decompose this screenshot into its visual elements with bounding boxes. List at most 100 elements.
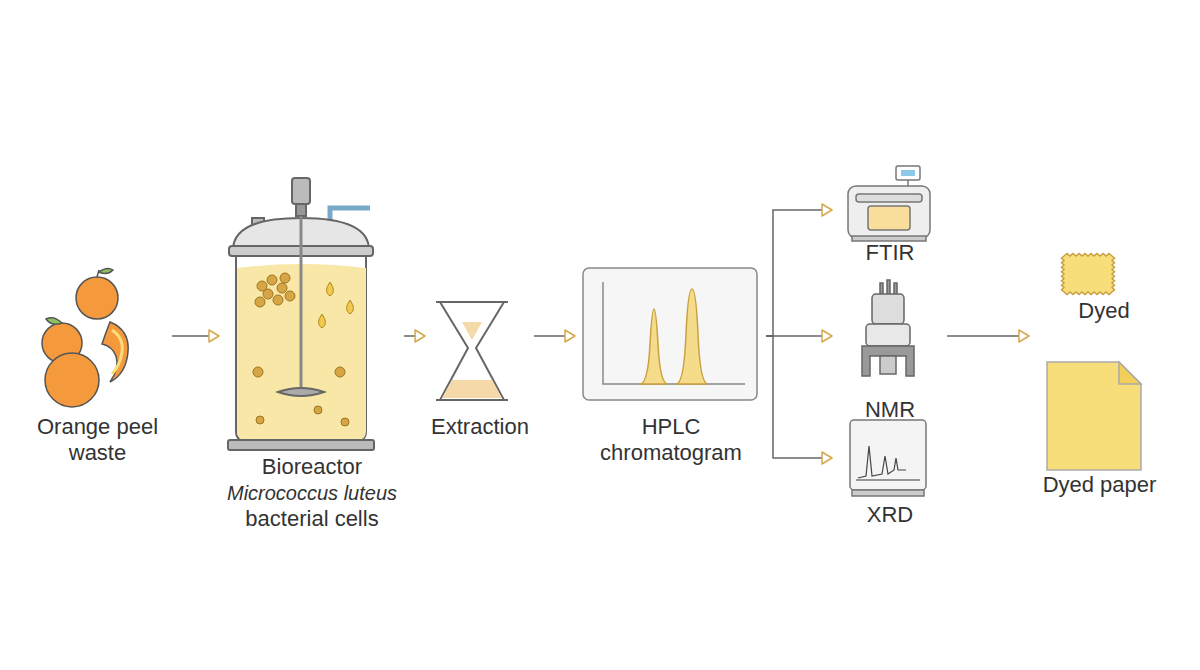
extraction-funnel-part — [462, 322, 482, 340]
instrument-node: FTIR — [835, 166, 945, 266]
arrow-head — [822, 452, 832, 464]
nmr-instrument-part — [862, 346, 914, 376]
hplc-chromatogram — [583, 268, 757, 400]
extraction-funnel-part — [442, 380, 502, 398]
arrow-line — [947, 335, 1019, 337]
nmr-instrument-part — [894, 283, 897, 295]
hplc-chromatogram-part — [640, 309, 668, 384]
extraction-funnel-part — [436, 301, 508, 303]
bioreactor-illustration-part-part — [314, 406, 322, 414]
bioreactor-illustration-part-part — [285, 291, 295, 301]
product-node: Dyed — [1054, 250, 1154, 324]
orange-illustration-part — [102, 322, 128, 382]
dyed-swatch — [1062, 254, 1115, 295]
nmr-instrument-part — [872, 294, 904, 324]
stage-node: BioreactorMicrococcus luteusbacterial ce… — [222, 205, 402, 532]
stage-label: Orange peel waste — [32, 414, 164, 466]
stage-label: Bioreactor — [262, 454, 362, 480]
ftir-instrument-part — [868, 206, 910, 230]
ftir-instrument-part — [896, 166, 920, 180]
stage-label: HPLC chromatogram — [586, 414, 756, 466]
dyed-swatch-part — [1062, 254, 1115, 295]
dyed-paper-sheet-part — [1047, 362, 1141, 470]
hplc-chromatogram-part — [603, 282, 745, 384]
nmr-instrument-part — [880, 356, 896, 374]
stage-label: XRD — [867, 502, 913, 528]
arrow-head — [1019, 330, 1029, 342]
arrow-line — [766, 210, 822, 336]
ftir-instrument-part — [901, 170, 915, 176]
arrow-line — [404, 335, 415, 337]
flow-arrow — [947, 330, 1029, 342]
product-node: Dyed paper — [1032, 330, 1167, 498]
bioreactor-illustration — [228, 178, 374, 450]
arrow-line — [172, 335, 209, 337]
bioreactor-illustration-part — [278, 388, 324, 396]
xrd-instrument-part — [856, 479, 920, 481]
bioreactor-illustration-part-part — [263, 289, 273, 299]
xrd-instrument-part — [850, 420, 926, 490]
bioreactor-illustration-part-part — [267, 275, 277, 285]
bioreactor-illustration-part-part — [273, 295, 283, 305]
xrd-instrument-part — [858, 446, 906, 478]
stage-sublabel: bacterial cells — [245, 506, 378, 532]
extraction-funnel-part — [436, 399, 508, 401]
ftir-instrument-part — [856, 194, 922, 202]
dyed-paper-sheet-part — [1119, 362, 1141, 384]
xrd-instrument — [850, 420, 926, 496]
stage-label: FTIR — [866, 240, 915, 266]
nmr-instrument — [862, 280, 914, 376]
extraction-funnel — [436, 302, 508, 400]
hplc-chromatogram-part — [676, 289, 708, 384]
stage-label: Dyed — [1078, 298, 1129, 324]
flow-arrow — [766, 336, 832, 464]
bioreactor-illustration-part — [319, 282, 354, 328]
bioreactor-illustration-part — [253, 273, 349, 426]
bioreactor-illustration-part-part — [335, 367, 345, 377]
bioreactor-illustration-part — [292, 178, 310, 204]
stage-sublabel: Micrococcus luteus — [227, 480, 397, 506]
orange-illustration-part — [45, 353, 99, 407]
stage-node: Extraction — [428, 290, 532, 440]
flow-arrow — [534, 330, 575, 342]
extraction-funnel-part — [440, 302, 504, 400]
ftir-instrument-part — [907, 180, 909, 186]
arrow-head — [565, 330, 575, 342]
nmr-instrument-part — [887, 280, 890, 295]
orange-illustration — [42, 268, 128, 407]
bioreactor-illustration-part-part — [256, 416, 264, 424]
orange-illustration-part — [46, 318, 62, 325]
bioreactor-illustration-part-part — [277, 283, 287, 293]
bioreactor-illustration-part — [300, 216, 303, 392]
arrow-head — [415, 330, 425, 342]
orange-illustration-part — [112, 330, 122, 374]
bioreactor-illustration-part-part — [255, 297, 265, 307]
bioreactor-illustration-part — [228, 440, 374, 450]
flow-arrow — [404, 330, 425, 342]
flow-arrow — [172, 330, 219, 342]
bioreactor-illustration-part — [296, 204, 306, 216]
instrument-node: NMR — [835, 280, 945, 423]
arrow-line — [534, 335, 565, 337]
instrument-node: XRD — [835, 418, 945, 528]
xrd-instrument-part — [852, 490, 924, 496]
stage-label: Dyed paper — [1043, 472, 1157, 498]
arrow-line — [766, 336, 822, 458]
stage-node: Orange peel waste — [25, 270, 170, 466]
nmr-instrument-part — [866, 324, 910, 346]
orange-illustration-part — [76, 277, 118, 319]
orange-illustration-part — [97, 268, 113, 277]
dyed-paper-sheet — [1047, 362, 1141, 470]
flow-arrow — [766, 330, 832, 342]
stage-label: Extraction — [431, 414, 529, 440]
bioreactor-illustration-part-part — [341, 418, 349, 426]
bioreactor-illustration-part-part — [280, 273, 290, 283]
stage-label: NMR — [865, 397, 915, 423]
ftir-instrument — [848, 166, 930, 241]
hplc-chromatogram-part — [583, 268, 757, 400]
arrow-head — [822, 204, 832, 216]
arrow-head — [822, 330, 832, 342]
bioreactor-illustration-part-part — [253, 367, 263, 377]
